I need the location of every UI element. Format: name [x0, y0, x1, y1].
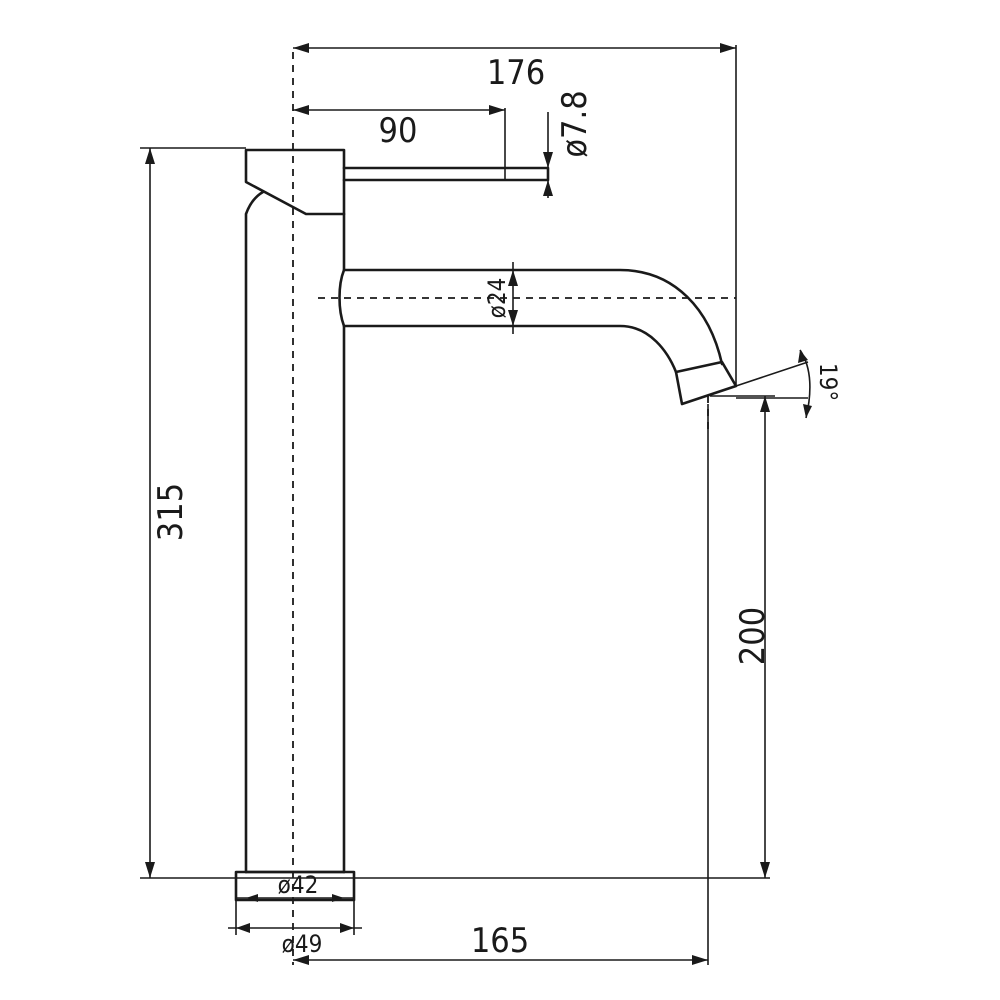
center-lines	[292, 52, 736, 965]
lever-handle	[342, 166, 550, 182]
dim-handle-length: 90	[379, 111, 418, 151]
dim-spout-angle: 19°	[814, 363, 842, 401]
dim-handle-diameter: ø7.8	[555, 90, 595, 157]
dim-base-outer-diameter: ø49	[282, 930, 323, 958]
dim-base-inner-diameter: ø42	[278, 871, 319, 899]
spout-aerator	[674, 360, 738, 406]
extension-lines	[140, 45, 809, 965]
handle-cap	[244, 148, 346, 216]
tap-outline	[234, 148, 738, 902]
dim-overall-reach: 176	[487, 53, 545, 93]
dimension-lines	[145, 43, 812, 965]
body-column	[244, 190, 346, 874]
dim-spout-height: 200	[733, 607, 773, 665]
spout	[338, 268, 724, 374]
dim-spout-diameter: ø24	[483, 278, 511, 319]
dim-overall-height: 315	[151, 483, 191, 541]
dim-spout-reach: 165	[471, 921, 529, 961]
dimension-labels: 176 90 ø7.8 ø24 19° 315 200 ø42 ø49 165	[151, 53, 842, 961]
